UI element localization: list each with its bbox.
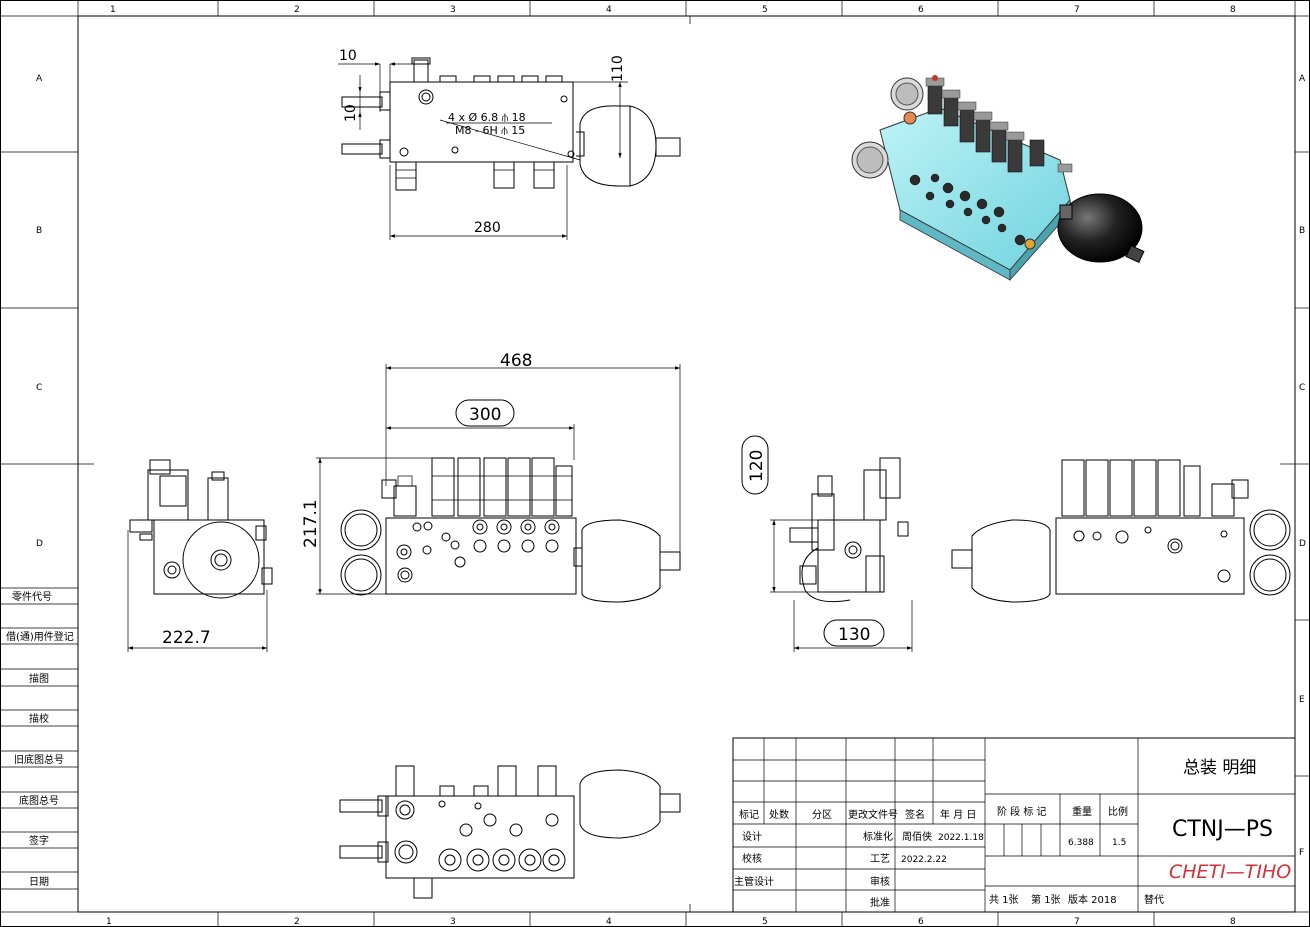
dim-label: 222.7 [162, 628, 211, 648]
col-label: 5 [762, 917, 768, 927]
title-block: 标记 处数 分区 更改文件号 签名 年 月 日 设计 校核 主管设计 标准化 工… [732, 737, 1296, 913]
col-label: 3 [450, 5, 456, 15]
row-label: D [36, 539, 43, 549]
col-label: 2 [294, 5, 300, 15]
tb-sheet-no: 第 1张 [1031, 893, 1061, 906]
isometric-render [851, 75, 1145, 282]
tb-stage: 阶 段 标 记 [997, 805, 1047, 818]
bottom-view [339, 765, 681, 899]
tb-sheets: 共 1张 [989, 894, 1019, 906]
col-label: 7 [1074, 917, 1080, 927]
col-label: 5 [762, 5, 768, 15]
tb-weight: 6.388 [1068, 838, 1094, 848]
col-label: 8 [1230, 5, 1236, 15]
col-label: 7 [1074, 5, 1080, 15]
strip-label: 签字 [29, 834, 49, 847]
col-label: 8 [1230, 917, 1236, 927]
tb-replace: 替代 [1144, 893, 1164, 906]
dim-label: 300 [469, 405, 501, 425]
left-strip-labels: 零件代号 借(通)用件登记 描图 描校 旧底图总号 底图总号 签字 日期 [6, 591, 74, 888]
tb-header: 标记 [739, 809, 759, 821]
row-label: F [1299, 848, 1304, 858]
hole-note: 4 x Ø 6.8 ⫛ 18 [448, 111, 526, 124]
dim-label: 280 [474, 220, 501, 236]
tb-header: 年 月 日 [940, 808, 976, 821]
row-label: A [36, 74, 43, 84]
col-label: 1 [110, 5, 116, 15]
tb-drawing-no: CTNJ—PS [1172, 817, 1273, 842]
dim-label: 10 [339, 48, 357, 64]
tb-row-label: 审核 [870, 875, 890, 888]
dim-label: 217.1 [301, 499, 321, 548]
tb-date: 2022.1.18 [938, 833, 984, 843]
tb-company: CHETI—TIHO [1169, 861, 1291, 883]
right-side-view: 120 130 [741, 435, 913, 652]
top-view: 10 10 110 280 4 x Ø 6.8 ⫛ 18 M8 - 6H ⫛ 1… [338, 48, 681, 240]
col-label: 6 [918, 5, 924, 15]
row-labels: A B C D A B C D E F [36, 74, 1306, 858]
back-view [951, 459, 1291, 603]
hole-note: M8 - 6H ⫛ 15 [455, 124, 525, 137]
col-label: 4 [606, 5, 612, 15]
tb-row-label: 校核 [742, 852, 762, 865]
row-label: C [1299, 383, 1305, 393]
col-label: 6 [918, 917, 924, 927]
row-label: B [1299, 226, 1305, 236]
tb-designer: 周佰侠 [902, 830, 932, 843]
tb-header: 签名 [905, 808, 925, 821]
dim-label: 468 [500, 351, 532, 371]
strip-label: 底图总号 [19, 794, 59, 807]
col-label: 1 [106, 917, 112, 927]
dim-label: 110 [610, 55, 626, 82]
row-label: A [1299, 74, 1306, 84]
tb-scale-label: 比例 [1108, 805, 1128, 818]
tb-header: 分区 [812, 809, 832, 821]
col-label: 3 [450, 917, 456, 927]
col-label: 2 [294, 917, 300, 927]
left-side-view: 222.7 [127, 459, 273, 652]
tb-header: 处数 [769, 808, 789, 821]
tb-row-label: 批准 [870, 896, 890, 909]
tb-version: 版本 2018 [1068, 893, 1117, 906]
tb-scale: 1.5 [1112, 838, 1126, 848]
strip-label: 描校 [29, 712, 49, 725]
strip-label: 旧底图总号 [14, 753, 64, 766]
tb-row-label: 设计 [742, 830, 762, 843]
dim-label: 120 [747, 450, 767, 482]
front-view: 468 300 217.1 [301, 351, 681, 603]
column-labels: 1 2 3 4 5 6 7 8 1 2 3 4 5 6 7 8 [106, 5, 1236, 927]
tb-weight-label: 重量 [1072, 805, 1092, 818]
row-label: C [36, 383, 42, 393]
strip-label: 零件代号 [12, 591, 52, 603]
tb-title: 总装 明细 [1183, 758, 1256, 778]
strip-label: 日期 [29, 876, 49, 888]
strip-label: 借(通)用件登记 [6, 630, 74, 643]
tb-header: 更改文件号 [848, 808, 898, 821]
row-label: D [1299, 539, 1306, 549]
tb-row-label: 主管设计 [734, 875, 774, 888]
strip-label: 描图 [29, 672, 49, 685]
row-label: B [36, 226, 42, 236]
tb-date: 2022.2.22 [901, 855, 947, 865]
tb-row-label: 工艺 [870, 853, 890, 865]
row-label: E [1299, 695, 1305, 705]
dim-label: 130 [838, 625, 870, 645]
tb-row-label: 标准化 [863, 830, 893, 843]
dim-label: 10 [343, 104, 359, 122]
col-label: 4 [606, 917, 612, 927]
